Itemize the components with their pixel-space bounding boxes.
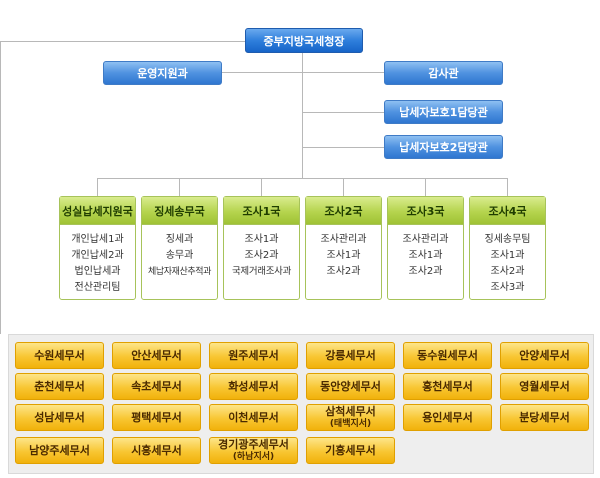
- department-box[interactable]: 조사2국 조사관리과 조사1과 조사2과: [305, 196, 382, 300]
- division-label: 조사2과: [326, 266, 361, 277]
- branch-name: (태백지서): [329, 418, 372, 429]
- division-label: 조사1과: [244, 234, 279, 245]
- tax-office-button[interactable]: 수원세무서: [15, 342, 104, 369]
- division-label: 개인납세2과: [71, 250, 124, 261]
- office-name: 영월세무서: [519, 379, 570, 393]
- connector-line: [179, 178, 180, 196]
- tax-office-button[interactable]: 강릉세무서: [306, 342, 395, 369]
- office-name: 동안양세무서: [320, 379, 381, 393]
- department-title: 징세송무국: [142, 197, 217, 225]
- department-box[interactable]: 징세송무국 징세과 송무과 체납자재산추적과: [141, 196, 218, 300]
- tax-office-button[interactable]: 성남세무서: [15, 404, 104, 431]
- division-label: 법인납세과: [74, 266, 121, 277]
- connector-line: [261, 178, 262, 196]
- tax-office-button[interactable]: 안산세무서: [112, 342, 201, 369]
- department-title: 조사1국: [224, 197, 299, 225]
- office-name: 강릉세무서: [325, 348, 376, 362]
- division-label: 조사1과: [490, 250, 525, 261]
- operations-support-box[interactable]: 운영지원과: [103, 61, 222, 85]
- office-name: 화성세무서: [228, 379, 279, 393]
- division-label: 조사1과: [408, 250, 443, 261]
- branch-name: (하남지서): [232, 451, 275, 462]
- tax-office-button[interactable]: 동안양세무서: [306, 373, 395, 400]
- division-label: 징세송무팀: [484, 234, 531, 245]
- office-name: 기흥세무서: [325, 443, 376, 457]
- connector-line: [0, 41, 1, 334]
- department-title: 조사3국: [388, 197, 463, 225]
- department-title: 조사2국: [306, 197, 381, 225]
- tax-office-button[interactable]: 평택세무서: [112, 404, 201, 431]
- tax-office-button[interactable]: 화성세무서: [209, 373, 298, 400]
- office-name: 남양주세무서: [29, 443, 90, 457]
- division-label: 조사1과: [326, 250, 361, 261]
- taxpayer-protection-2-box[interactable]: 납세자보호2담당관: [384, 135, 503, 159]
- connector-line: [302, 53, 303, 178]
- department-title: 성실납세지원국: [60, 197, 135, 225]
- tax-office-button[interactable]: 분당세무서: [500, 404, 589, 431]
- tax-office-button[interactable]: 삼척세무서(태백지서): [306, 404, 395, 431]
- office-name: 안산세무서: [131, 348, 182, 362]
- tax-office-button[interactable]: 춘천세무서: [15, 373, 104, 400]
- division-label: 체납자재산추적과: [147, 267, 212, 277]
- office-name: 성남세무서: [34, 410, 85, 424]
- division-label: 전산관리팀: [74, 282, 121, 293]
- connector-line: [507, 178, 508, 196]
- office-name: 삼척세무서: [325, 404, 376, 418]
- division-label: 조사관리과: [402, 234, 449, 245]
- division-label: 조사관리과: [320, 234, 367, 245]
- office-name: 시흥세무서: [131, 443, 182, 457]
- tax-office-button[interactable]: 동수원세무서: [403, 342, 492, 369]
- connector-line: [97, 178, 507, 179]
- tax-office-button[interactable]: 속초세무서: [112, 373, 201, 400]
- office-name: 안양세무서: [519, 348, 570, 362]
- audit-box[interactable]: 감사관: [384, 61, 503, 85]
- tax-office-button[interactable]: 남양주세무서: [15, 437, 104, 464]
- tax-office-button[interactable]: 용인세무서: [403, 404, 492, 431]
- department-box[interactable]: 성실납세지원국 개인납세1과 개인납세2과 법인납세과 전산관리팀: [59, 196, 136, 300]
- connector-line: [343, 178, 344, 196]
- division-label: 조사2과: [244, 250, 279, 261]
- connector-line: [302, 112, 384, 113]
- connector-line: [97, 178, 98, 196]
- tax-office-button[interactable]: 이천세무서: [209, 404, 298, 431]
- connector-line: [0, 41, 245, 42]
- connector-line: [222, 72, 384, 73]
- office-name: 분당세무서: [519, 410, 570, 424]
- tax-office-button[interactable]: 안양세무서: [500, 342, 589, 369]
- commissioner-box[interactable]: 중부지방국세청장: [245, 28, 363, 53]
- office-name: 동수원세무서: [417, 348, 478, 362]
- department-title: 조사4국: [470, 197, 545, 225]
- tax-office-button[interactable]: 기흥세무서: [306, 437, 395, 464]
- office-name: 춘천세무서: [34, 379, 85, 393]
- department-box[interactable]: 조사3국 조사관리과 조사1과 조사2과: [387, 196, 464, 300]
- division-label: 국제거래조사과: [231, 266, 292, 277]
- division-label: 송무과: [165, 250, 194, 261]
- division-label: 조사2과: [490, 266, 525, 277]
- department-box[interactable]: 조사4국 징세송무팀 조사1과 조사2과 조사3과: [469, 196, 546, 300]
- office-name: 이천세무서: [228, 410, 279, 424]
- division-label: 개인납세1과: [71, 234, 124, 245]
- taxpayer-protection-1-box[interactable]: 납세자보호1담당관: [384, 100, 503, 124]
- office-name: 홍천세무서: [422, 379, 473, 393]
- office-name: 속초세무서: [131, 379, 182, 393]
- division-label: 조사2과: [408, 266, 443, 277]
- connector-line: [302, 147, 384, 148]
- office-name: 경기광주세무서: [218, 437, 289, 451]
- tax-office-button[interactable]: 영월세무서: [500, 373, 589, 400]
- tax-offices-panel: [8, 334, 594, 474]
- tax-office-button[interactable]: 시흥세무서: [112, 437, 201, 464]
- division-label: 조사3과: [490, 282, 525, 293]
- office-name: 원주세무서: [228, 348, 279, 362]
- tax-office-button[interactable]: 경기광주세무서(하남지서): [209, 437, 298, 464]
- office-name: 평택세무서: [131, 410, 182, 424]
- connector-line: [425, 178, 426, 196]
- tax-office-button[interactable]: 원주세무서: [209, 342, 298, 369]
- department-box[interactable]: 조사1국 조사1과 조사2과 국제거래조사과: [223, 196, 300, 300]
- tax-office-button[interactable]: 홍천세무서: [403, 373, 492, 400]
- office-name: 용인세무서: [422, 410, 473, 424]
- division-label: 징세과: [165, 234, 194, 245]
- office-name: 수원세무서: [34, 348, 85, 362]
